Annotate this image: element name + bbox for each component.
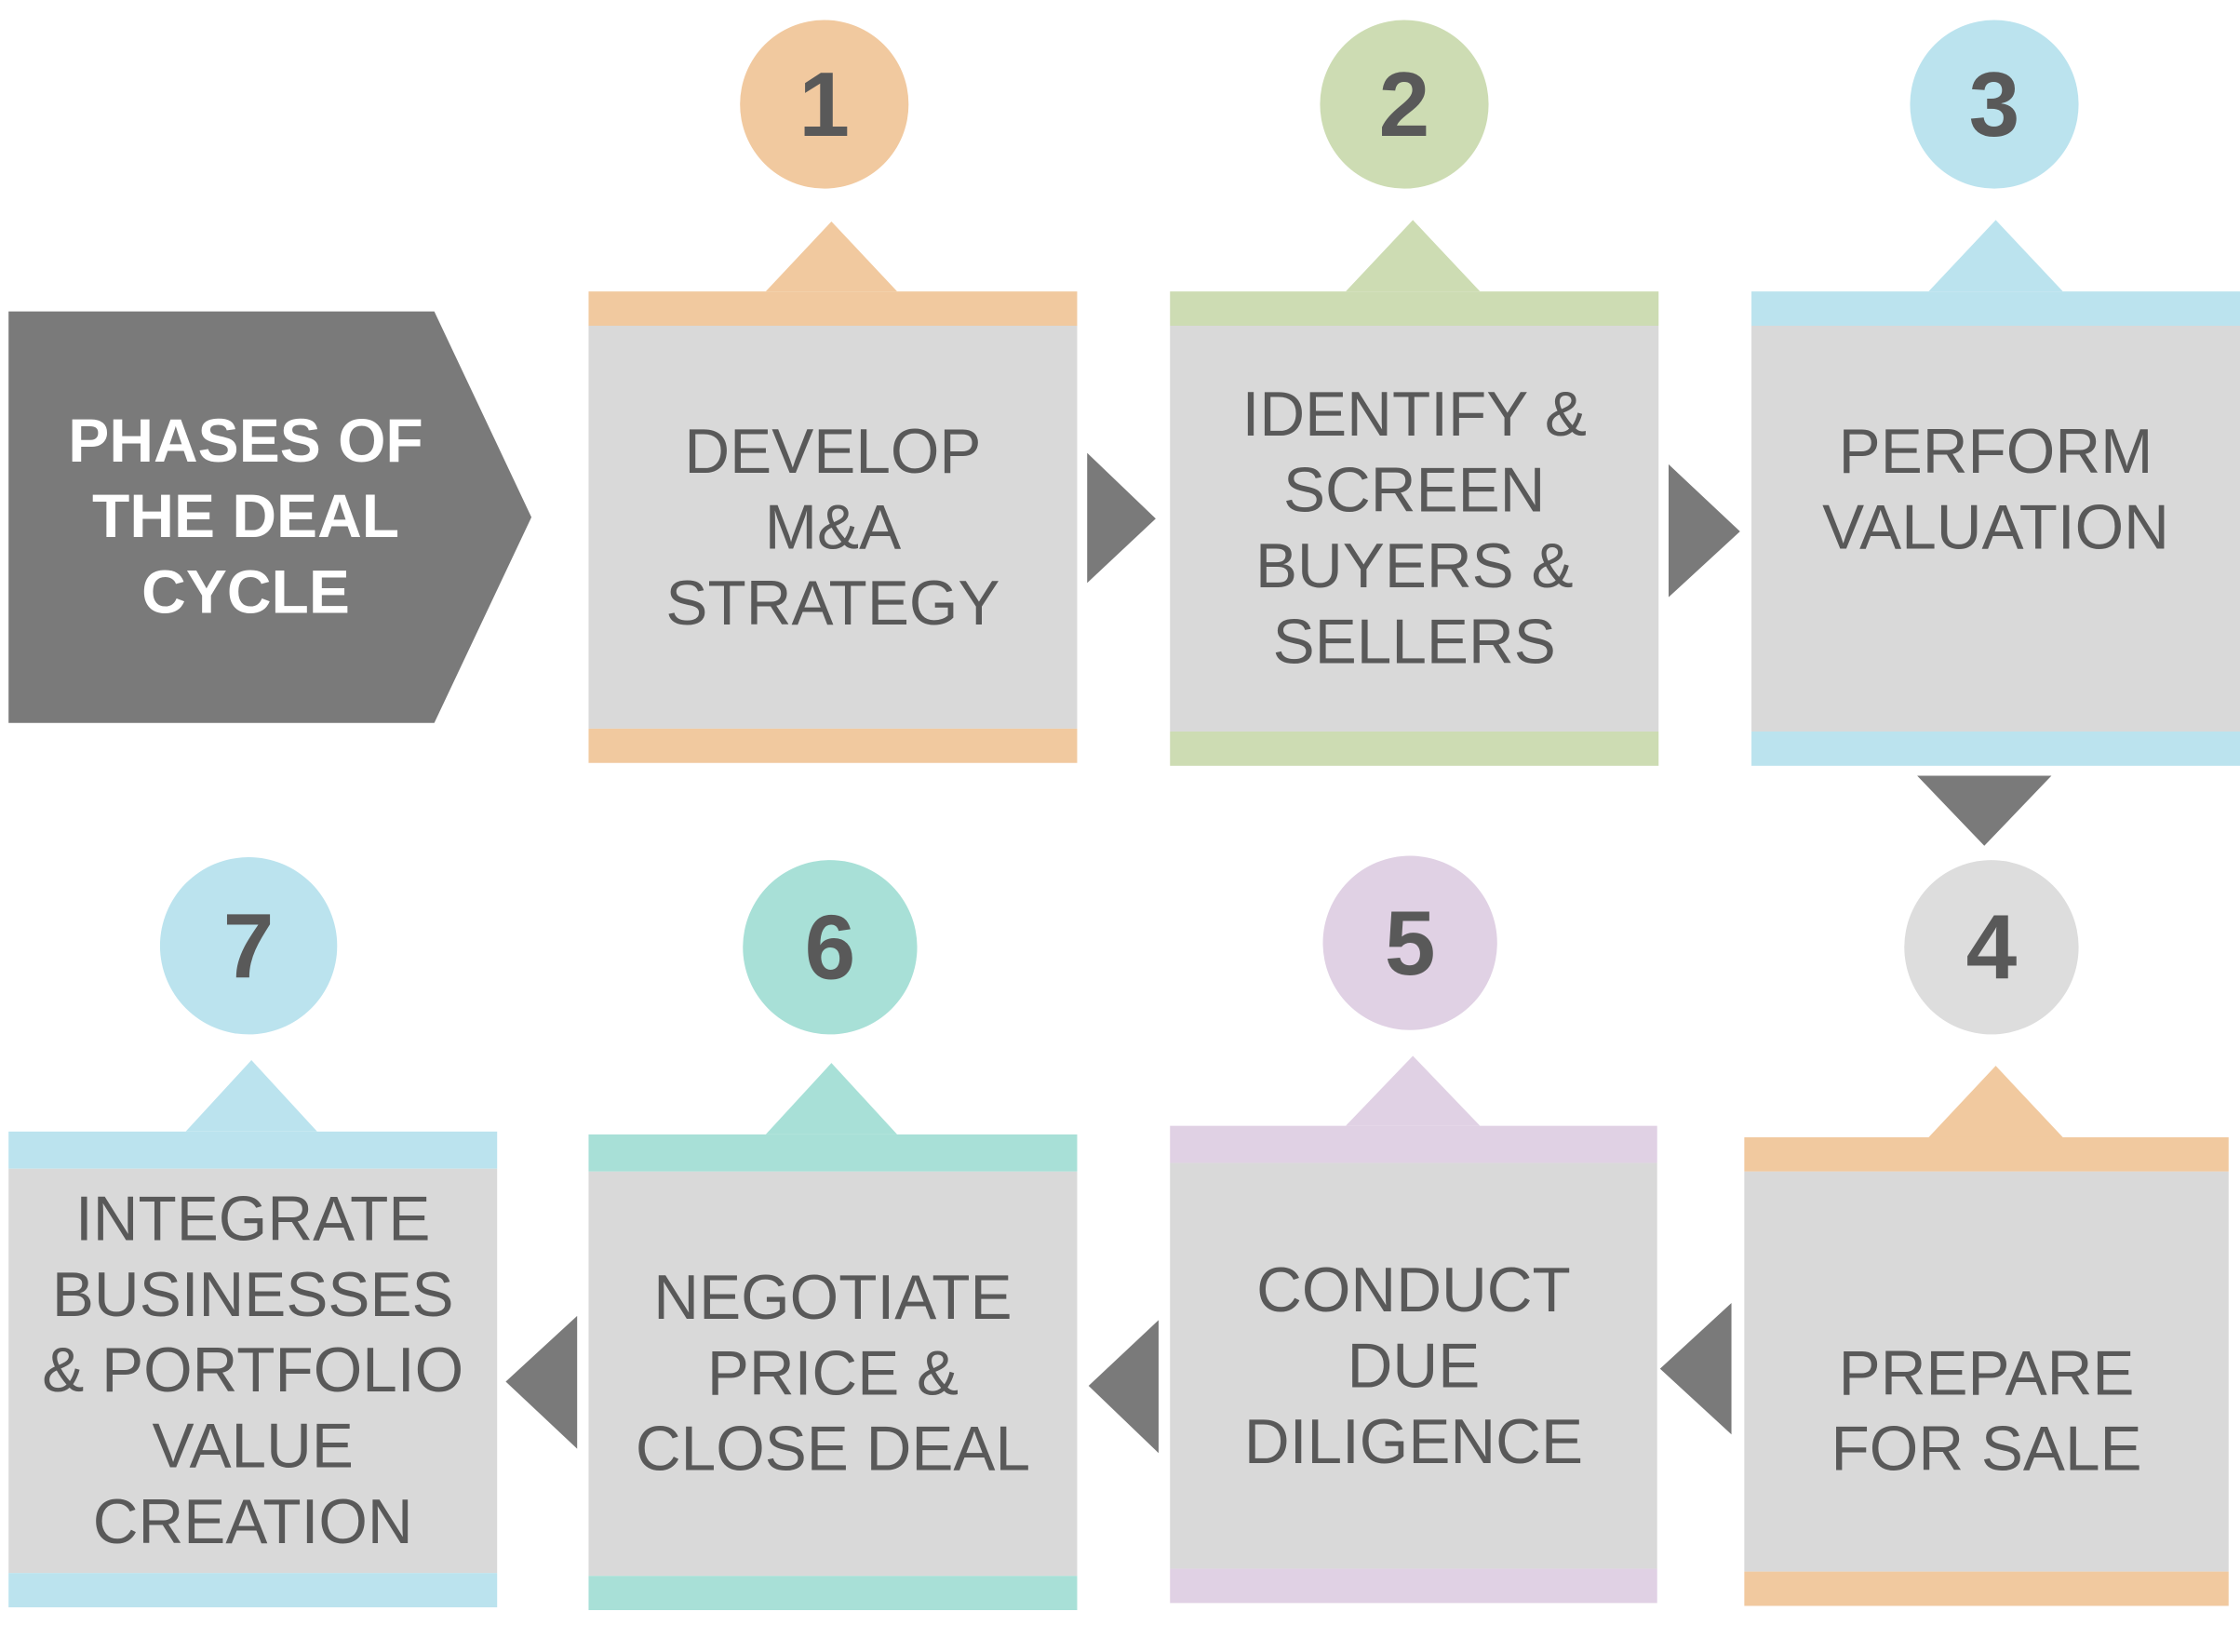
arrow-1-to-2	[1087, 452, 1156, 584]
step-1-box	[588, 326, 1078, 729]
step-1-pointer	[765, 221, 898, 292]
step-4-top-band	[1744, 1136, 2229, 1172]
step-2-card	[1170, 20, 1659, 766]
step-4-number: 4	[1965, 895, 2018, 1000]
step-4-box	[1744, 1171, 2229, 1572]
arrow-5-to-6	[1088, 1320, 1159, 1454]
step-2-label: IDENTIFY & SCREEN BUYERS & SELLERS	[1241, 380, 1587, 678]
step-3-top-band	[1751, 291, 2240, 327]
step-4-bottom-band	[1744, 1571, 2229, 1606]
step-4-label: PREPARE FOR SALE	[1831, 1338, 2142, 1484]
step-5-card	[1170, 855, 1657, 1604]
step-1-card	[588, 20, 1078, 763]
step-5-badge	[1322, 855, 1497, 1030]
step-6-top-band	[588, 1134, 1078, 1172]
step-7-number: 7	[222, 893, 275, 998]
step-6-label: NEGOTIATE PRICE & CLOSE DEAL	[635, 1263, 1031, 1484]
arrow-2-to-3	[1668, 463, 1740, 598]
step-7-bottom-band	[8, 1573, 498, 1607]
step-5-label: CONDUCT DUE DILIGENCE	[1243, 1255, 1584, 1477]
arrow-3-to-4	[1917, 775, 2052, 846]
arrow-6-to-7	[505, 1315, 578, 1449]
step-2-top-band	[1170, 291, 1659, 327]
step-7-label: INTEGRATE BUSINESSES & PORTFOLIO VALUE C…	[42, 1184, 464, 1558]
step-3-card	[1751, 20, 2240, 766]
step-4-badge	[1904, 860, 2079, 1035]
step-6-badge	[743, 860, 918, 1035]
step-3-label: PERFORM VALUATION	[1822, 417, 2169, 563]
step-3-badge	[1910, 20, 2079, 189]
step-5-top-band	[1170, 1125, 1657, 1163]
step-2-bottom-band	[1170, 731, 1659, 766]
step-6-bottom-band	[588, 1576, 1078, 1611]
step-7-box	[8, 1168, 498, 1574]
step-4-pointer	[1928, 1066, 2063, 1137]
step-1-top-band	[588, 291, 1078, 327]
step-5-number: 5	[1384, 891, 1436, 995]
step-7-badge	[159, 857, 338, 1035]
step-4-card	[1744, 860, 2229, 1606]
arrow-4-to-5	[1659, 1303, 1732, 1435]
step-6-number: 6	[804, 895, 856, 1000]
diagram-title: PHASES OF THE DEAL CYCLE	[68, 406, 423, 627]
step-7-pointer	[185, 1060, 317, 1132]
step-2-pointer	[1346, 220, 1481, 292]
step-7-card	[8, 857, 498, 1607]
step-1-label: DEVELOP M&A STRATEGY	[665, 416, 1000, 638]
step-5-pointer	[1346, 1055, 1481, 1126]
step-6-pointer	[765, 1063, 898, 1135]
step-7-top-band	[8, 1131, 498, 1169]
deal-cycle-diagram: PHASES OF THE DEAL CYCLE DEVELOP M&A STR…	[8, 20, 2240, 1611]
diagram-canvas	[8, 20, 2240, 1611]
step-3-bottom-band	[1751, 731, 2240, 766]
step-2-badge	[1320, 20, 1489, 189]
step-6-box	[588, 1171, 1078, 1577]
step-1-number: 1	[798, 52, 851, 156]
title-chevron	[8, 311, 532, 723]
step-3-box	[1751, 326, 2240, 732]
step-5-box	[1170, 1162, 1657, 1569]
step-1-bottom-band	[588, 728, 1078, 763]
step-2-number: 2	[1378, 52, 1430, 156]
step-2-box	[1170, 326, 1659, 732]
step-1-badge	[740, 20, 909, 189]
step-5-bottom-band	[1170, 1568, 1657, 1604]
step-3-pointer	[1928, 220, 2063, 292]
step-3-number: 3	[1968, 52, 2020, 156]
step-6-card	[588, 860, 1078, 1611]
